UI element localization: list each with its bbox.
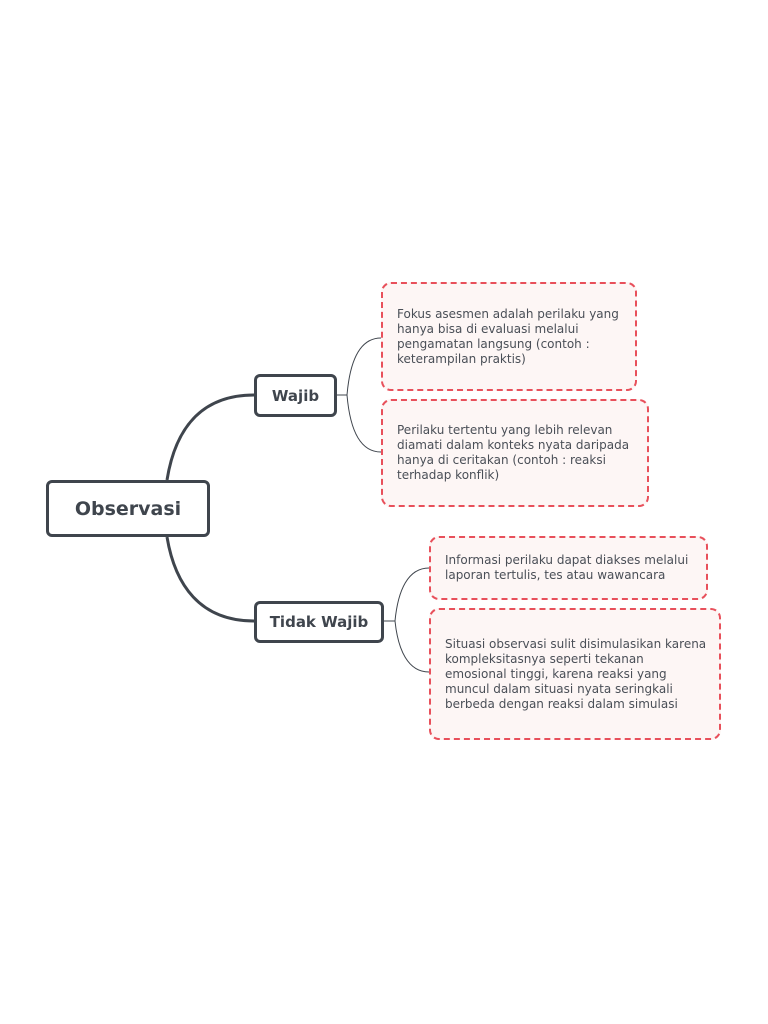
connector-wajib-to-note-2	[346, 394, 382, 453]
note-wajib-2[interactable]: Perilaku tertentu yang lebih relevan dia…	[381, 399, 649, 507]
note-text: Situasi observasi sulit disimulasikan ka…	[445, 636, 707, 711]
note-wajib-1[interactable]: Fokus asesmen adalah perilaku yang hanya…	[381, 282, 637, 391]
connector-tidak-wajib-to-note-1	[384, 567, 430, 622]
connector-tidak-wajib-to-note-2	[394, 620, 430, 673]
note-tidak-wajib-2[interactable]: Situasi observasi sulit disimulasikan ka…	[429, 608, 721, 740]
connector-root-to-tidak-wajib	[165, 536, 255, 623]
note-text: Fokus asesmen adalah perilaku yang hanya…	[397, 306, 619, 366]
branch-label-tidak-wajib: Tidak Wajib	[269, 613, 369, 631]
branch-node-tidak-wajib[interactable]: Tidak Wajib	[254, 601, 384, 643]
branch-label-wajib: Wajib	[271, 386, 320, 405]
root-label: Observasi	[74, 497, 182, 520]
note-text: Perilaku tertentu yang lebih relevan dia…	[397, 423, 630, 482]
branch-node-wajib[interactable]: Wajib	[254, 374, 337, 417]
note-tidak-wajib-1[interactable]: Informasi perilaku dapat diakses melalui…	[429, 536, 708, 600]
connector-wajib-to-note-1	[337, 337, 382, 396]
connector-root-to-wajib	[165, 393, 255, 481]
root-node[interactable]: Observasi	[46, 480, 210, 537]
note-text: Informasi perilaku dapat diakses melalui…	[445, 553, 689, 582]
